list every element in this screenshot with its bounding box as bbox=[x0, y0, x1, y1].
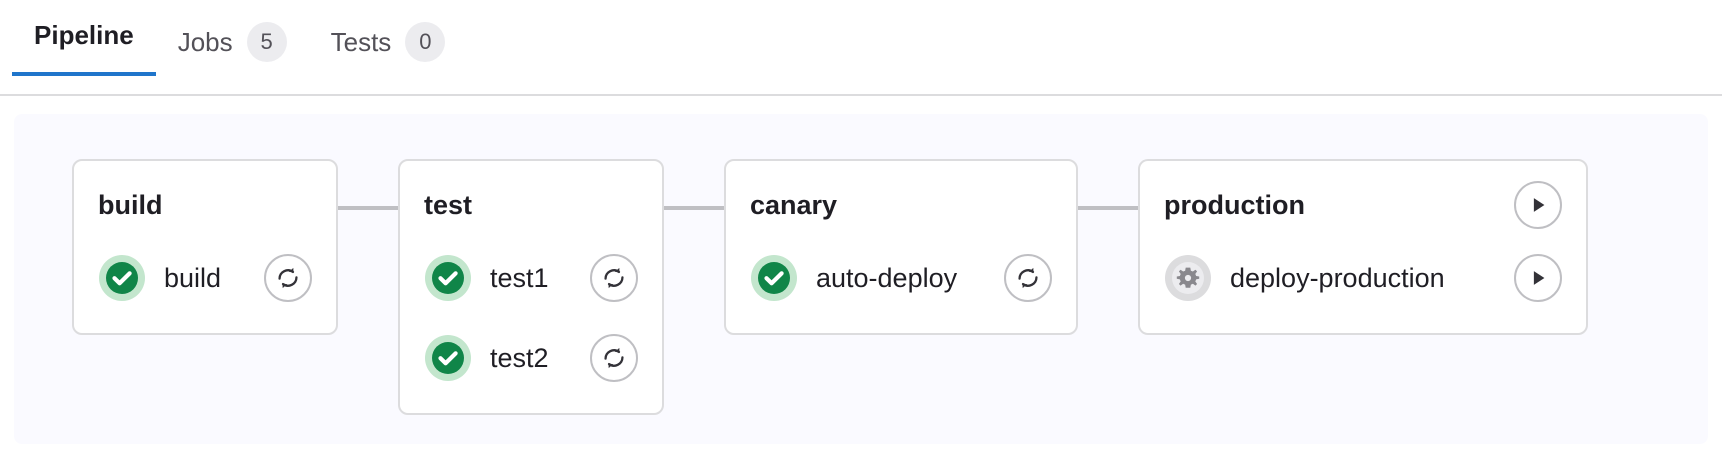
retry-icon bbox=[604, 267, 624, 289]
retry-button-test2[interactable] bbox=[590, 334, 638, 382]
gear-icon bbox=[1165, 255, 1211, 301]
stage-header-build: build bbox=[98, 183, 312, 227]
stage-title-test: test bbox=[424, 189, 473, 220]
stage-card-build: build build bbox=[72, 159, 338, 335]
tab-jobs-badge: 5 bbox=[246, 22, 287, 62]
stage-wrap-canary: canary auto-deploy bbox=[724, 159, 1138, 335]
job-row-test2[interactable]: test2 bbox=[424, 327, 638, 389]
play-icon bbox=[1533, 271, 1545, 285]
play-icon bbox=[1533, 198, 1545, 212]
job-row-deploy-production[interactable]: deploy-production bbox=[1164, 247, 1562, 309]
stage-title-canary: canary bbox=[750, 189, 838, 220]
job-name-auto-deploy: auto-deploy bbox=[816, 262, 958, 293]
stage-card-canary: canary auto-deploy bbox=[724, 159, 1078, 335]
job-row-auto-deploy[interactable]: auto-deploy bbox=[750, 247, 1052, 309]
stage-connector-test-canary bbox=[664, 206, 724, 210]
job-name-deploy-production: deploy-production bbox=[1230, 262, 1445, 293]
stage-header-canary: canary bbox=[750, 183, 1052, 227]
stage-wrap-build: build build bbox=[72, 159, 398, 335]
tab-tests-badge: 0 bbox=[405, 22, 446, 62]
tab-pipeline-label: Pipeline bbox=[34, 20, 134, 50]
stage-wrap-production: production bbox=[1138, 159, 1588, 335]
stage-connector-canary-production bbox=[1078, 206, 1138, 210]
job-name-build: build bbox=[164, 262, 222, 293]
retry-button-auto-deploy[interactable] bbox=[1004, 254, 1052, 302]
job-row-build[interactable]: build bbox=[98, 247, 312, 309]
stage-connector-build-test bbox=[338, 206, 398, 210]
retry-icon bbox=[278, 267, 298, 289]
retry-icon bbox=[604, 347, 624, 369]
retry-icon bbox=[1018, 267, 1038, 289]
check-circle-icon bbox=[99, 255, 145, 301]
pipeline-graph-canvas: build build bbox=[14, 114, 1708, 444]
play-button-stage-production[interactable] bbox=[1514, 181, 1562, 229]
pipeline-tabbar: Pipeline Jobs 5 Tests 0 bbox=[0, 0, 1722, 96]
check-circle-icon bbox=[425, 255, 471, 301]
job-left-auto-deploy: auto-deploy bbox=[750, 254, 957, 302]
stage-title-build: build bbox=[98, 189, 163, 220]
tab-jobs-label: Jobs bbox=[177, 27, 233, 57]
stage-title-production: production bbox=[1164, 189, 1305, 220]
job-name-test2: test2 bbox=[490, 342, 549, 373]
pipeline-stage-list: build build bbox=[72, 159, 1588, 415]
job-row-test1[interactable]: test1 bbox=[424, 247, 638, 309]
tab-pipeline[interactable]: Pipeline bbox=[12, 0, 156, 76]
job-name-test1: test1 bbox=[490, 262, 549, 293]
tab-tests-label: Tests bbox=[330, 27, 392, 57]
stage-card-test: test test1 bbox=[398, 159, 664, 415]
check-circle-icon bbox=[751, 255, 797, 301]
job-left-build: build bbox=[98, 254, 221, 302]
play-button-deploy-production[interactable] bbox=[1514, 254, 1562, 302]
tab-jobs[interactable]: Jobs 5 bbox=[156, 0, 309, 88]
tab-tests[interactable]: Tests 0 bbox=[309, 0, 468, 88]
job-left-deploy-production: deploy-production bbox=[1164, 254, 1445, 302]
retry-button-build[interactable] bbox=[264, 254, 312, 302]
stage-header-test: test bbox=[424, 183, 638, 227]
retry-button-test1[interactable] bbox=[590, 254, 638, 302]
stage-card-production: production bbox=[1138, 159, 1588, 335]
job-left-test1: test1 bbox=[424, 254, 549, 302]
check-circle-icon bbox=[425, 335, 471, 381]
job-left-test2: test2 bbox=[424, 334, 549, 382]
stage-wrap-test: test test1 bbox=[398, 159, 724, 415]
stage-header-production: production bbox=[1164, 181, 1562, 229]
